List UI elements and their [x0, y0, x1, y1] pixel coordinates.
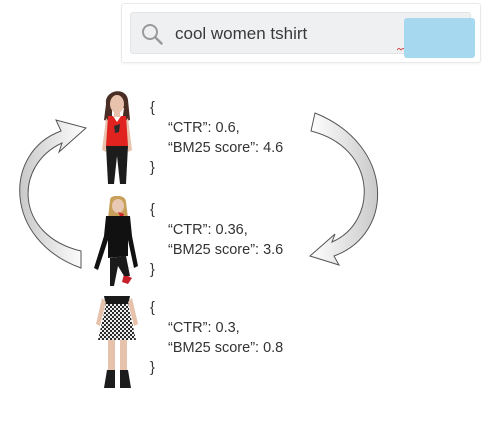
bm25-value: “BM25 score”: 0.8 — [168, 340, 284, 356]
search-panel — [121, 3, 481, 63]
search-bar — [130, 12, 475, 58]
product-data-3: { “CTR”: 0.3, “BM25 score”: 0.8 } — [150, 298, 283, 378]
brace-open: { — [150, 202, 155, 218]
brace-open: { — [150, 100, 155, 116]
up-curved-arrow — [19, 119, 88, 269]
ctr-value: “CTR”: 0.3, — [168, 320, 240, 336]
bm25-value: “BM25 score”: 3.6 — [168, 242, 284, 258]
product-image-black-long-sleeve[interactable] — [84, 196, 150, 288]
down-curved-arrow — [309, 112, 378, 266]
ctr-value: “CTR”: 0.6, — [168, 120, 240, 136]
bm25-value: “BM25 score”: 4.6 — [168, 140, 284, 156]
search-button[interactable] — [404, 18, 475, 58]
product-image-checkered-skirt[interactable] — [84, 296, 150, 390]
brace-close: } — [150, 262, 155, 278]
search-input[interactable] — [175, 23, 385, 45]
product-data-2: { “CTR”: 0.36, “BM25 score”: 3.6 } — [150, 200, 283, 280]
product-image-red-tank-top[interactable] — [84, 88, 150, 186]
ctr-value: “CTR”: 0.36, — [168, 222, 248, 238]
brace-close: } — [150, 360, 155, 376]
brace-open: { — [150, 300, 155, 316]
search-icon — [142, 24, 163, 45]
product-data-1: { “CTR”: 0.6, “BM25 score”: 4.6 } — [150, 98, 283, 178]
brace-close: } — [150, 160, 155, 176]
